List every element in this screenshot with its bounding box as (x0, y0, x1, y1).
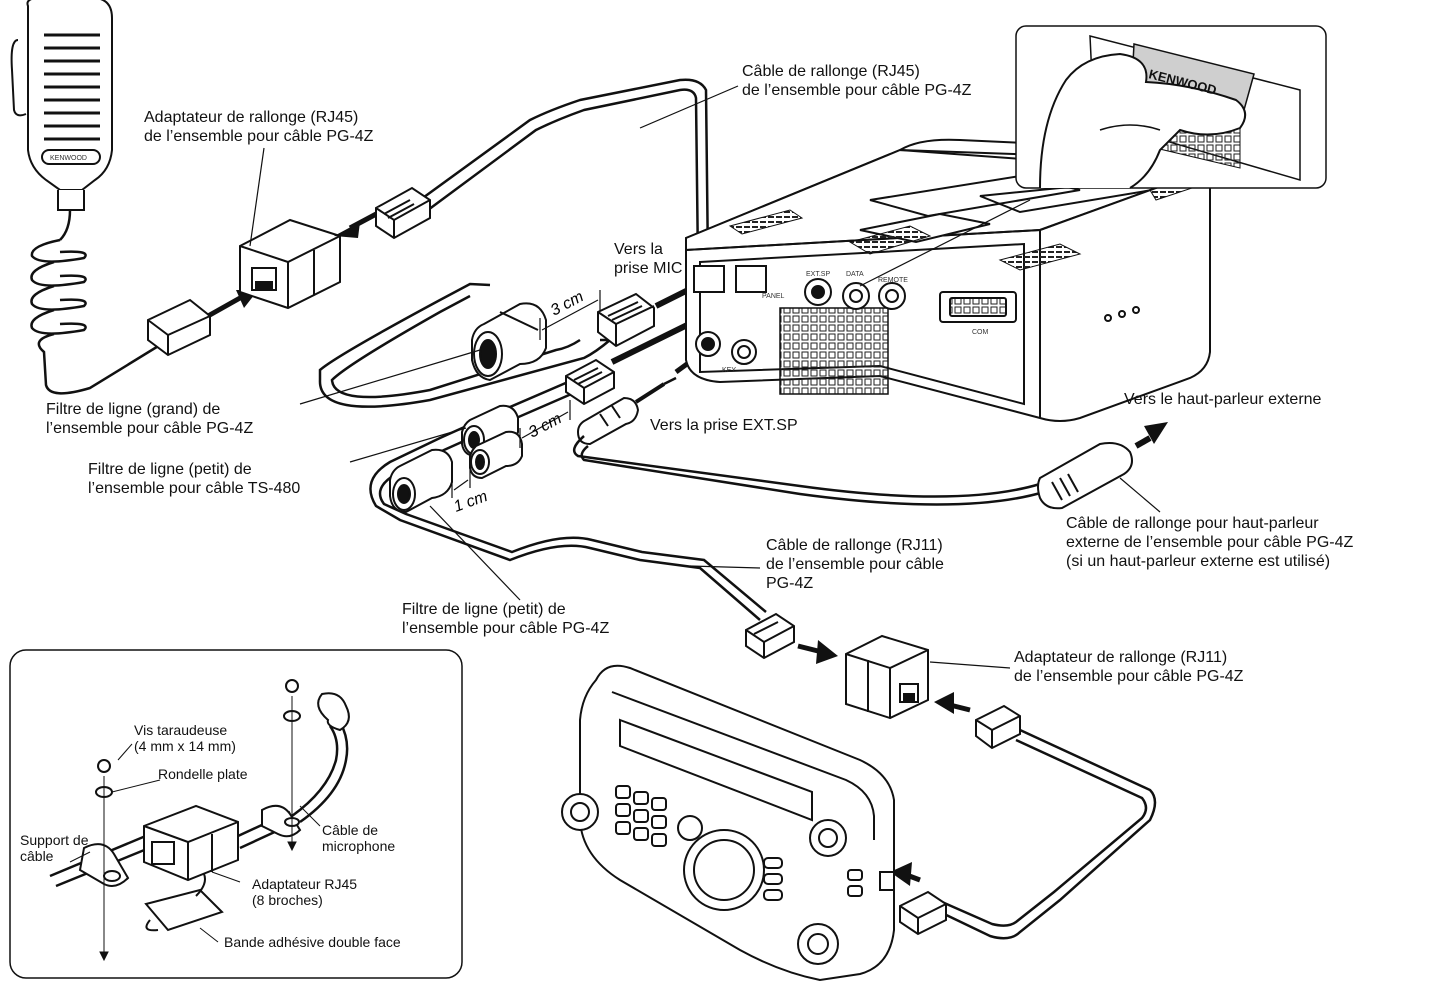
arrow-to-rj45-adapter (206, 295, 242, 319)
dimension-3cm-top (539, 290, 601, 340)
inset-label-removal: KENWOOD (1015, 25, 1327, 189)
inset-mounting (9, 649, 463, 979)
control-panel-rj11-plug (899, 890, 947, 936)
rj45-extension-adapter (239, 218, 341, 310)
ext-sp-plug (576, 376, 677, 446)
control-panel (561, 664, 895, 982)
dimension-3cm-top-label: 3 cm (548, 288, 587, 319)
label-rj45-extension-cable: Câble de rallonge (RJ45)de l’ensemble po… (742, 63, 972, 99)
mic-brand: KENWOOD (50, 155, 87, 162)
rear-panel-jacks (693, 265, 1140, 365)
arrow-to-ext-speaker (1134, 435, 1152, 449)
panel-side-modular-plug (975, 704, 1021, 750)
rj11-modular-plug (745, 612, 795, 660)
label-flat-washer: Rondelle plate (158, 766, 248, 782)
label-rj45-adapter-8pin: Adaptateur RJ45(8 broches) (252, 876, 358, 908)
rear-speaker-grill (779, 307, 889, 395)
arrow-head (1144, 422, 1168, 444)
arrow-head (334, 222, 360, 238)
label-double-sided-tape: Bande adhésive double face (224, 934, 401, 950)
key-marking: KEY (722, 367, 736, 374)
label-to-ext-sp: Vers la prise EXT.SP (650, 417, 798, 434)
arrow-head (890, 862, 912, 886)
label-rj45-extension-adapter: Adaptateur de rallonge (RJ45)de l’ensemb… (144, 109, 374, 145)
mic-coiled-cable (30, 209, 161, 395)
ext-sp-marking: EXT.SP (806, 271, 830, 278)
mic-rj45-plug (147, 298, 211, 357)
mounting-illustration (49, 679, 350, 932)
dimension-3cm-mid (519, 400, 571, 448)
mounting-guide-lines (69, 696, 321, 962)
panel-marking: PANEL (762, 293, 785, 300)
control-panel-cable (939, 728, 1157, 940)
arrow-head (934, 692, 954, 714)
label-rj11-extension-adapter: Adaptateur de rallonge (RJ11)de l’ensemb… (1014, 649, 1244, 685)
microphone (10, 0, 113, 211)
remote-marking: REMOTE (878, 277, 908, 284)
dimension-3cm-mid-label: 3 cm (526, 410, 565, 441)
arrow-head (816, 640, 838, 664)
data-marking: DATA (846, 271, 864, 278)
com-marking: COM (972, 329, 989, 336)
dimension-1cm (451, 470, 471, 498)
inset-leader (859, 199, 1031, 287)
mic-jack-rj45-plug (597, 292, 655, 348)
line-filter-large (471, 302, 547, 382)
label-rj11-extension-cable: Câble de rallonge (RJ11)de l’ensemble po… (766, 537, 944, 592)
speaker-cable-plug (1037, 442, 1133, 510)
label-to-external-speaker: Vers le haut-parleur externe (1124, 391, 1322, 408)
label-self-tapping-screw: Vis taraudeuse(4 mm x 14 mm) (134, 722, 236, 754)
ext-cable-rj45-plug (375, 186, 431, 240)
dimension-1cm-label: 1 cm (452, 488, 490, 516)
speaker-cable (572, 435, 1045, 506)
line-filter-small-3 (389, 448, 453, 514)
rj11-extension-adapter (845, 634, 929, 720)
panel-modular-plug (565, 358, 615, 406)
line-filter-small-2 (469, 430, 523, 480)
